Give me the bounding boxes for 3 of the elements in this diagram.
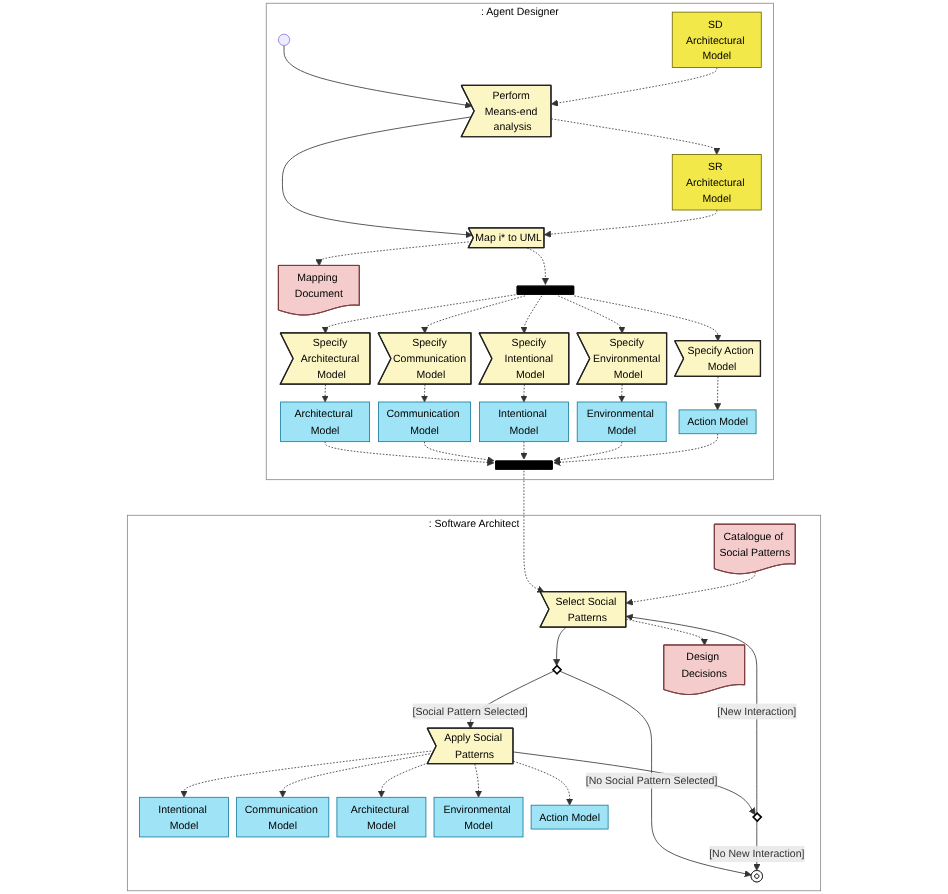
node-diamond [752, 811, 763, 823]
node-diamond [551, 664, 563, 675]
node-circle [277, 33, 291, 46]
